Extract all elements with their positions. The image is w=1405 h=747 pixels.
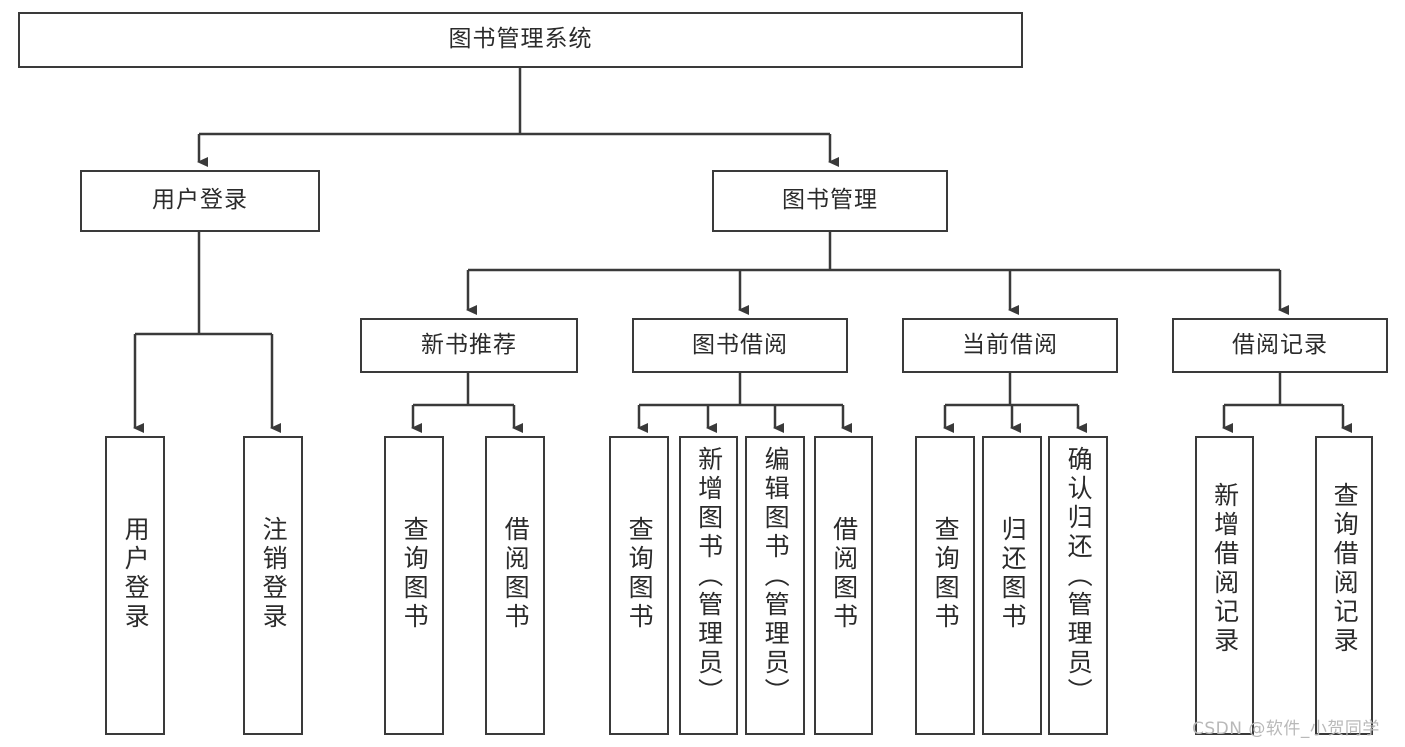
node-new-book-recommend[interactable]: 新书推荐 [360,318,578,373]
leaf-label: 新增图书（管理员） [694,446,724,707]
node-book-management[interactable]: 图书管理 [712,170,948,232]
node-book-borrow-label: 图书借阅 [692,331,788,358]
leaf-book-borrow-query[interactable]: 查询图书 [609,436,669,735]
leaf-label: 查询图书 [625,516,655,632]
leaf-borrow-record-add[interactable]: 新增借阅记录 [1195,436,1254,735]
leaf-label: 查询图书 [400,516,430,632]
leaf-label: 注销登录 [259,516,289,632]
node-root[interactable]: 图书管理系统 [18,12,1023,68]
leaf-current-borrow-confirm[interactable]: 确认归还（管理员） [1048,436,1108,735]
node-current-borrow-label: 当前借阅 [962,331,1058,358]
node-user-login-label: 用户登录 [152,187,248,214]
leaf-new-book-query[interactable]: 查询图书 [384,436,444,735]
node-book-borrow[interactable]: 图书借阅 [632,318,848,373]
leaf-label: 查询图书 [931,516,961,632]
node-user-login[interactable]: 用户登录 [80,170,320,232]
node-root-label: 图书管理系统 [448,26,593,53]
watermark: CSDN @软件_小贺同学 [1192,719,1380,739]
leaf-label: 用户登录 [121,516,151,632]
leaf-label: 新增借阅记录 [1210,482,1240,656]
leaf-user-login-login[interactable]: 用户登录 [105,436,165,735]
leaf-book-borrow-borrow[interactable]: 借阅图书 [814,436,873,735]
leaf-book-borrow-edit[interactable]: 编辑图书（管理员） [745,436,805,735]
leaf-current-borrow-query[interactable]: 查询图书 [915,436,975,735]
node-borrow-record[interactable]: 借阅记录 [1172,318,1388,373]
leaf-label: 归还图书 [998,516,1028,632]
leaf-current-borrow-return[interactable]: 归还图书 [982,436,1042,735]
leaf-label: 确认归还（管理员） [1064,446,1094,707]
node-current-borrow[interactable]: 当前借阅 [902,318,1118,373]
node-borrow-record-label: 借阅记录 [1232,331,1328,358]
leaf-new-book-borrow[interactable]: 借阅图书 [485,436,545,735]
leaf-label: 借阅图书 [501,516,531,632]
leaf-label: 查询借阅记录 [1330,482,1360,656]
leaf-label: 编辑图书（管理员） [761,446,791,707]
node-book-management-label: 图书管理 [782,187,878,214]
leaf-book-borrow-add[interactable]: 新增图书（管理员） [679,436,738,735]
leaf-user-login-logout[interactable]: 注销登录 [243,436,303,735]
leaf-borrow-record-query[interactable]: 查询借阅记录 [1315,436,1373,735]
node-new-book-recommend-label: 新书推荐 [421,331,517,358]
leaf-label: 借阅图书 [829,516,859,632]
